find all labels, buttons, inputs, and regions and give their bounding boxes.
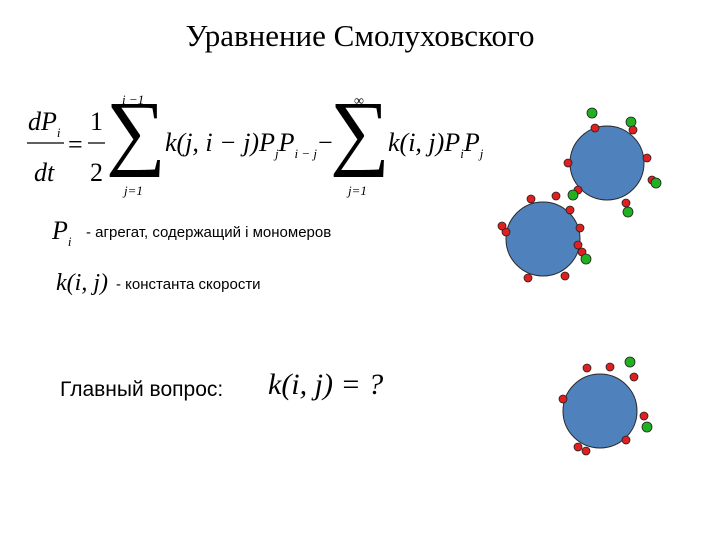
monomer-red (558, 394, 568, 404)
monomer-red (523, 273, 533, 283)
monomer-red (526, 194, 536, 204)
monomer-red (628, 125, 638, 135)
monomer-red (605, 362, 615, 372)
pi-symbol: Pi (52, 216, 72, 249)
monomer-red (590, 123, 600, 133)
lhs-denominator: dt (34, 158, 55, 187)
monomer-red (501, 227, 511, 237)
monomer-red (582, 363, 592, 373)
monomer-red (629, 372, 639, 382)
monomer-red (621, 198, 631, 208)
sum2-sigma: ∑ (330, 85, 390, 178)
main-question-label: Главный вопрос: (60, 378, 224, 401)
k-symbol: k(i, j) (56, 270, 108, 296)
particle-lower (562, 373, 638, 449)
monomer-green (622, 206, 634, 218)
minus-sign: − (318, 128, 333, 157)
particle-middle (505, 201, 581, 277)
monomer-green (567, 189, 579, 201)
pi-definition: - агрегат, содержащий i мономеров (86, 224, 332, 241)
main-question-formula: k(i, j) = ? (268, 368, 384, 401)
monomer-red (639, 411, 649, 421)
sum1-upper-limit: i −1 (122, 92, 145, 107)
monomer-red (551, 191, 561, 201)
sum2-upper-limit: ∞ (354, 94, 364, 109)
sum1-lower-limit: j=1 (124, 183, 143, 198)
k-definition: - константа скорости (116, 276, 261, 293)
monomer-green (641, 421, 653, 433)
sum1-sigma: ∑ (106, 85, 166, 178)
equals-sign: = (68, 130, 83, 159)
monomer-green (580, 253, 592, 265)
monomer-red (497, 221, 507, 231)
term2: k(i, j)PiPj (388, 128, 484, 161)
monomer-red (560, 271, 570, 281)
sum2-lower-limit: j=1 (348, 183, 367, 198)
monomer-green (624, 356, 636, 368)
monomer-red (642, 153, 652, 163)
monomer-green (625, 116, 637, 128)
monomer-red (621, 435, 631, 445)
monomer-red (573, 240, 583, 250)
monomer-red (575, 223, 585, 233)
lhs-numerator: dPi (28, 107, 61, 140)
monomer-red (573, 442, 583, 452)
monomer-green (650, 177, 662, 189)
monomer-red (581, 446, 591, 456)
monomer-red (565, 205, 575, 215)
half-numerator: 1 (90, 107, 103, 136)
slide-title: Уравнение Смолуховского (185, 18, 535, 53)
term1: k(j, i − j)PjPi − j (165, 128, 317, 161)
monomer-green (586, 107, 598, 119)
half-denominator: 2 (90, 158, 103, 187)
monomer-red (563, 158, 573, 168)
